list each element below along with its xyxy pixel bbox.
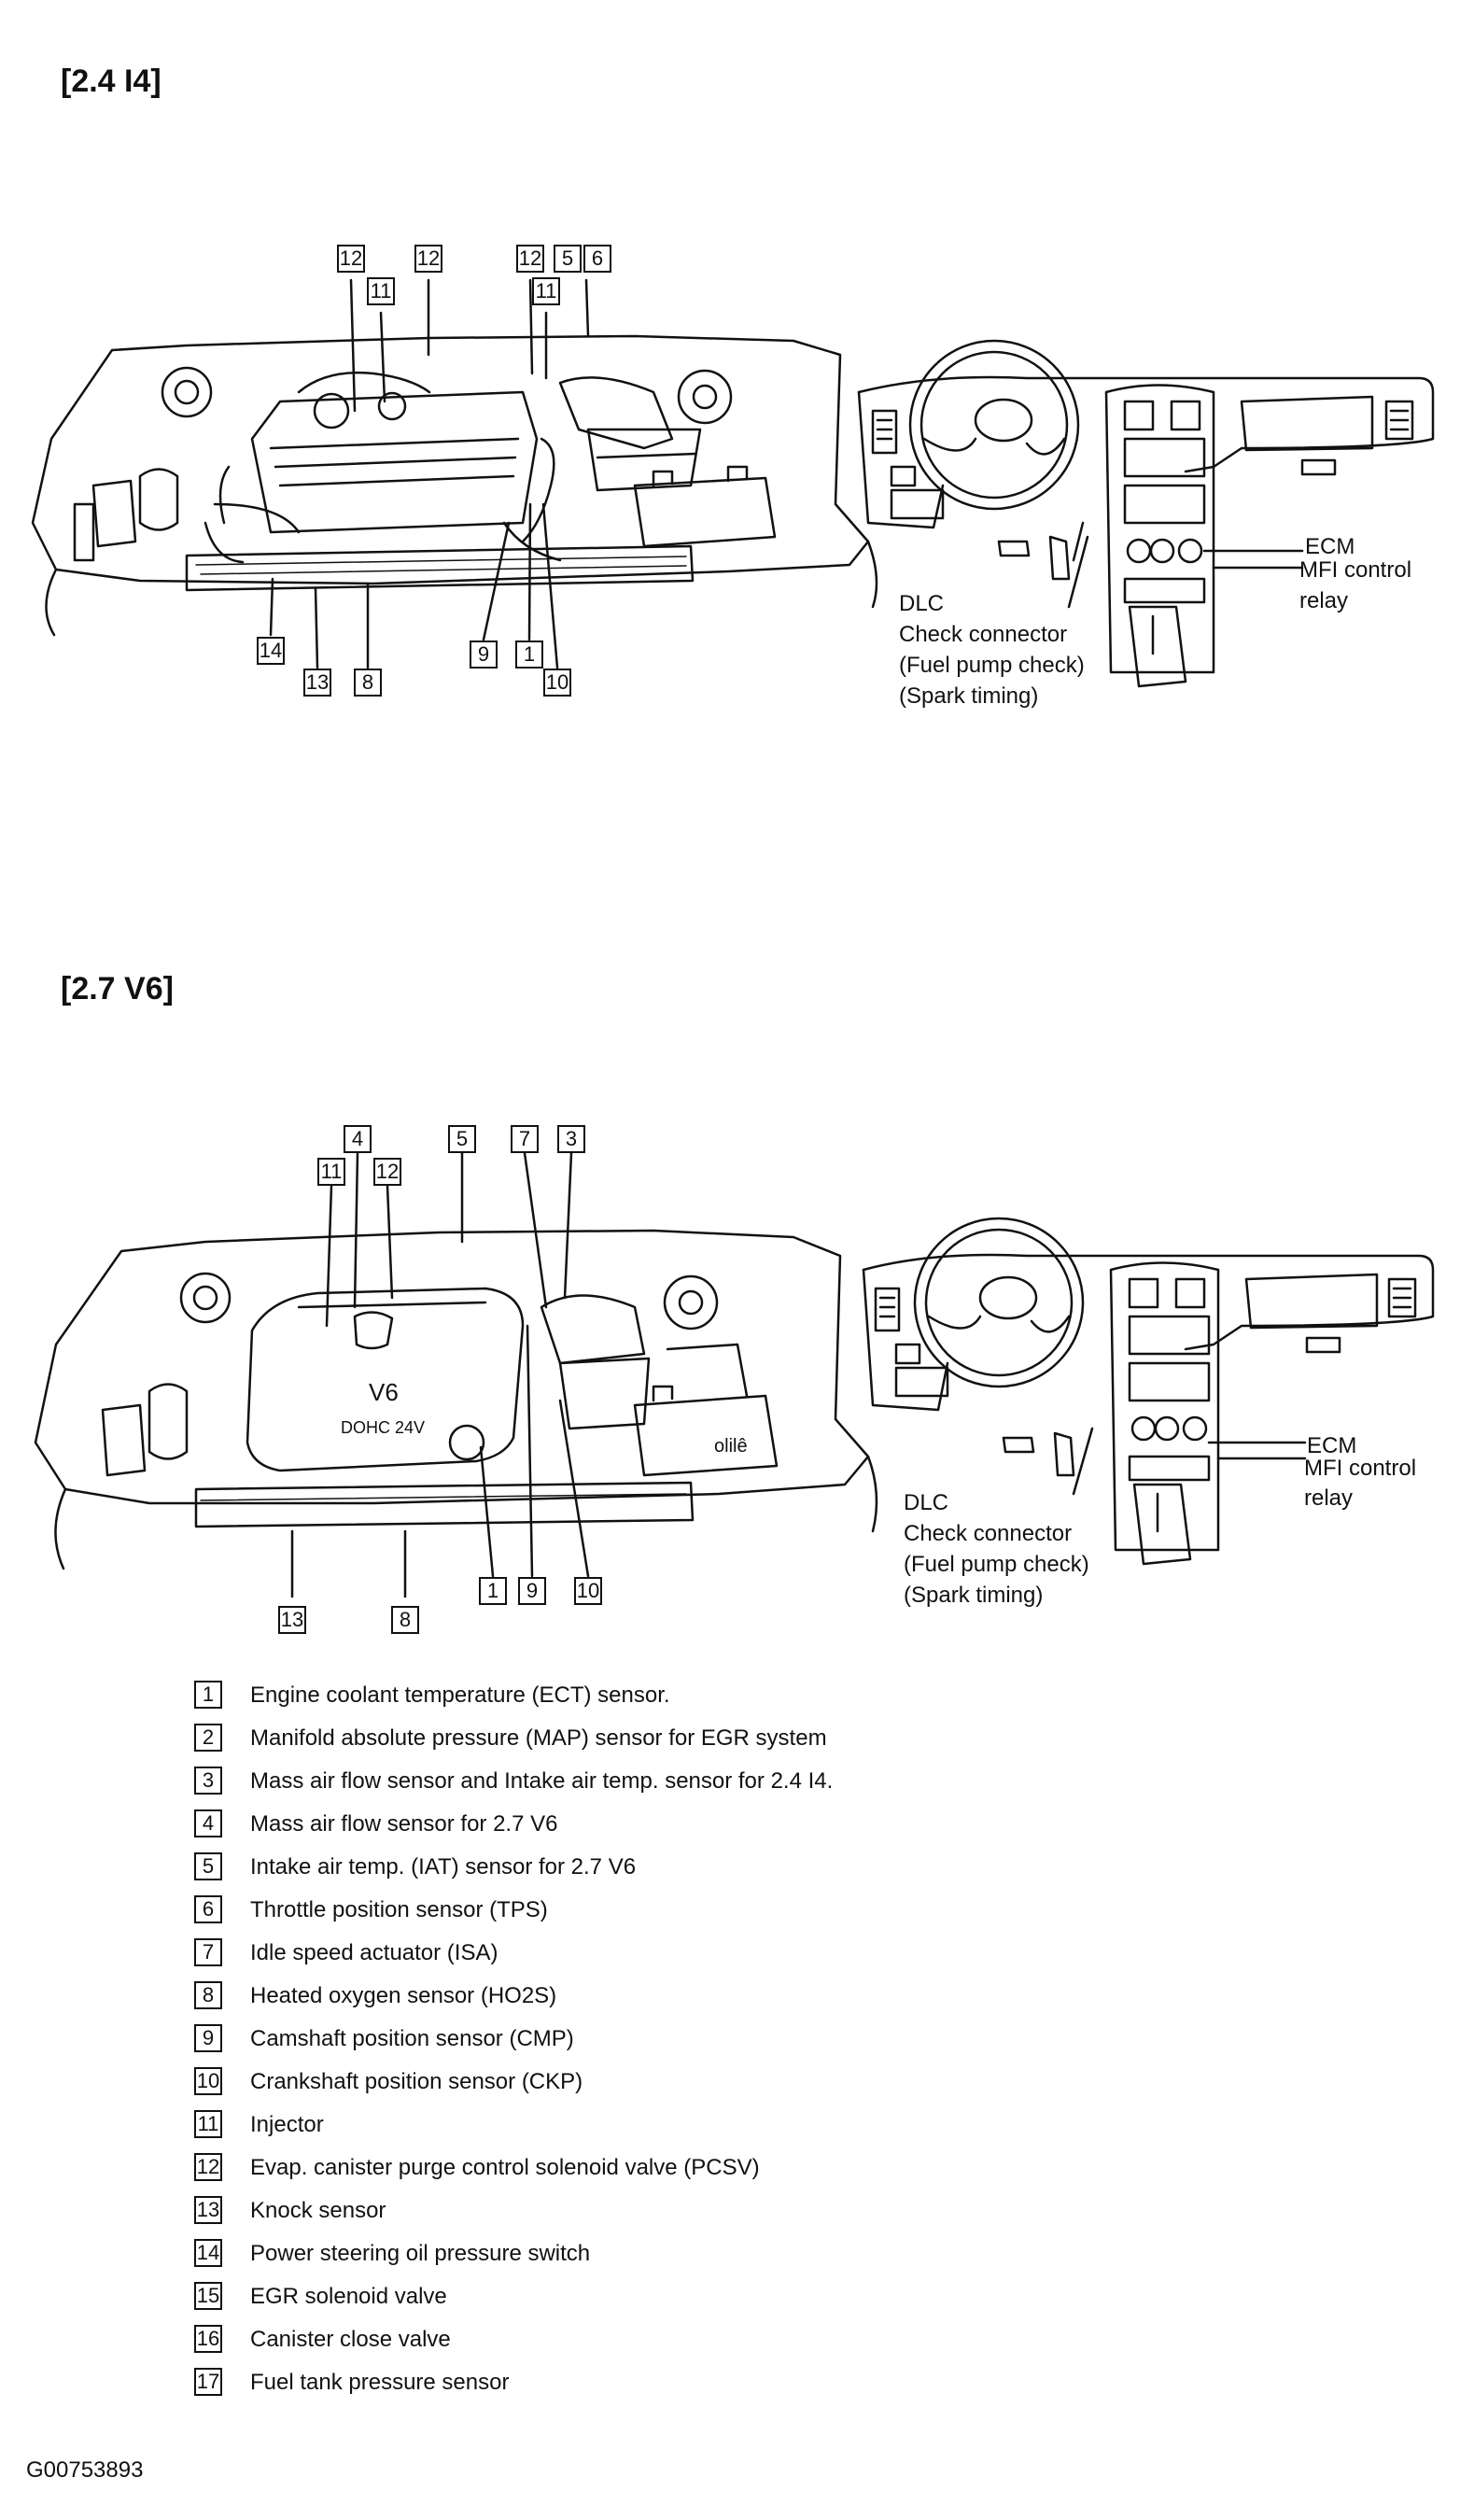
callout-12: 12 [373, 1158, 401, 1186]
callout-8: 8 [391, 1606, 419, 1634]
legend-number: 1 [194, 1681, 222, 1709]
v6-cover-text: DOHC 24V [341, 1418, 425, 1437]
callout-14: 14 [257, 637, 285, 665]
legend-number: 4 [194, 1809, 222, 1837]
legend-number: 17 [194, 2368, 222, 2396]
legend-text: Power steering oil pressure switch [250, 2241, 591, 2266]
callout-8: 8 [354, 669, 382, 697]
engine-bay-2-4-drawing [31, 278, 878, 669]
label-dlc: DLC [899, 591, 945, 616]
label-relay: relay [1304, 1485, 1354, 1511]
legend-text: EGR solenoid valve [250, 2284, 447, 2309]
legend-text: Throttle position sensor (TPS) [250, 1897, 548, 1922]
callout-1: 1 [515, 641, 543, 669]
legend-text: Camshaft position sensor (CMP) [250, 2026, 574, 2051]
callout-13: 13 [278, 1606, 306, 1634]
label-check-connector: Check connector [899, 622, 1068, 647]
legend-text: Knock sensor [250, 2198, 386, 2223]
legend-text: Mass air flow sensor and Intake air temp… [250, 1768, 834, 1794]
legend-number: 8 [194, 1981, 222, 2009]
callout-11: 11 [317, 1158, 345, 1186]
legend-number: 15 [194, 2282, 222, 2310]
legend-text: Idle speed actuator (ISA) [250, 1940, 498, 1965]
legend-text: Fuel tank pressure sensor [250, 2370, 510, 2395]
legend-number: 9 [194, 2024, 222, 2052]
label-spark-timing: (Spark timing) [904, 1583, 1044, 1608]
callout-9: 9 [470, 641, 498, 669]
label-ecm: ECM [1307, 1433, 1357, 1458]
callout-12: 12 [516, 245, 544, 273]
engine-bay-2-7-drawing: V6 DOHC 24V olilê [34, 1151, 878, 1598]
callout-7: 7 [511, 1125, 539, 1153]
legend-text: Mass air flow sensor for 2.7 V6 [250, 1811, 558, 1837]
legend-number: 3 [194, 1767, 222, 1795]
callout-10: 10 [574, 1577, 602, 1605]
figure-id: G00753893 [26, 2457, 144, 2483]
dashboard-drawing-2-4 [857, 339, 1435, 688]
legend-number: 16 [194, 2325, 222, 2353]
legend-text: Manifold absolute pressure (MAP) sensor … [250, 1725, 827, 1751]
callout-4: 4 [344, 1125, 372, 1153]
label-check-connector: Check connector [904, 1521, 1073, 1546]
legend-number: 14 [194, 2239, 222, 2267]
label-mfi-control: MFI control [1299, 557, 1412, 583]
callout-9: 9 [518, 1577, 546, 1605]
legend-text: Crankshaft position sensor (CKP) [250, 2069, 583, 2094]
legend-text: Engine coolant temperature (ECT) sensor. [250, 1682, 670, 1708]
legend-text: Heated oxygen sensor (HO2S) [250, 1983, 557, 2008]
callout-6: 6 [583, 245, 611, 273]
legend-number: 12 [194, 2153, 222, 2181]
callout-11: 11 [367, 277, 395, 305]
label-ecm: ECM [1305, 534, 1355, 559]
legend-text: Injector [250, 2112, 324, 2137]
callout-11: 11 [532, 277, 560, 305]
legend-text: Canister close valve [250, 2327, 451, 2352]
callout-12: 12 [414, 245, 442, 273]
callout-5: 5 [554, 245, 582, 273]
legend-number: 5 [194, 1852, 222, 1880]
section-title-2-4-i4: [2.4 I4] [61, 63, 161, 99]
legend-number: 11 [194, 2110, 222, 2138]
section-title-2-7-v6: [2.7 V6] [61, 971, 174, 1007]
legend-number: 13 [194, 2196, 222, 2224]
label-mfi-control: MFI control [1304, 1456, 1417, 1481]
label-fuel-pump-check: (Fuel pump check) [904, 1552, 1089, 1577]
label-dlc: DLC [904, 1490, 949, 1515]
callout-10: 10 [543, 669, 571, 697]
callout-5: 5 [448, 1125, 476, 1153]
legend-number: 7 [194, 1938, 222, 1966]
v6-cover-logo: V6 [369, 1378, 399, 1406]
label-fuel-pump-check: (Fuel pump check) [899, 653, 1085, 678]
callout-3: 3 [557, 1125, 585, 1153]
legend-text: Evap. canister purge control solenoid va… [250, 2155, 760, 2180]
legend-number: 6 [194, 1895, 222, 1923]
dashboard-drawing-2-7 [862, 1217, 1435, 1566]
callout-1: 1 [479, 1577, 507, 1605]
callout-13: 13 [303, 669, 331, 697]
legend-text: Intake air temp. (IAT) sensor for 2.7 V6 [250, 1854, 637, 1879]
label-relay: relay [1299, 588, 1349, 613]
legend-number: 2 [194, 1724, 222, 1752]
battery-text: olilê [714, 1436, 748, 1457]
legend-number: 10 [194, 2067, 222, 2095]
label-spark-timing: (Spark timing) [899, 683, 1039, 709]
callout-12: 12 [337, 245, 365, 273]
